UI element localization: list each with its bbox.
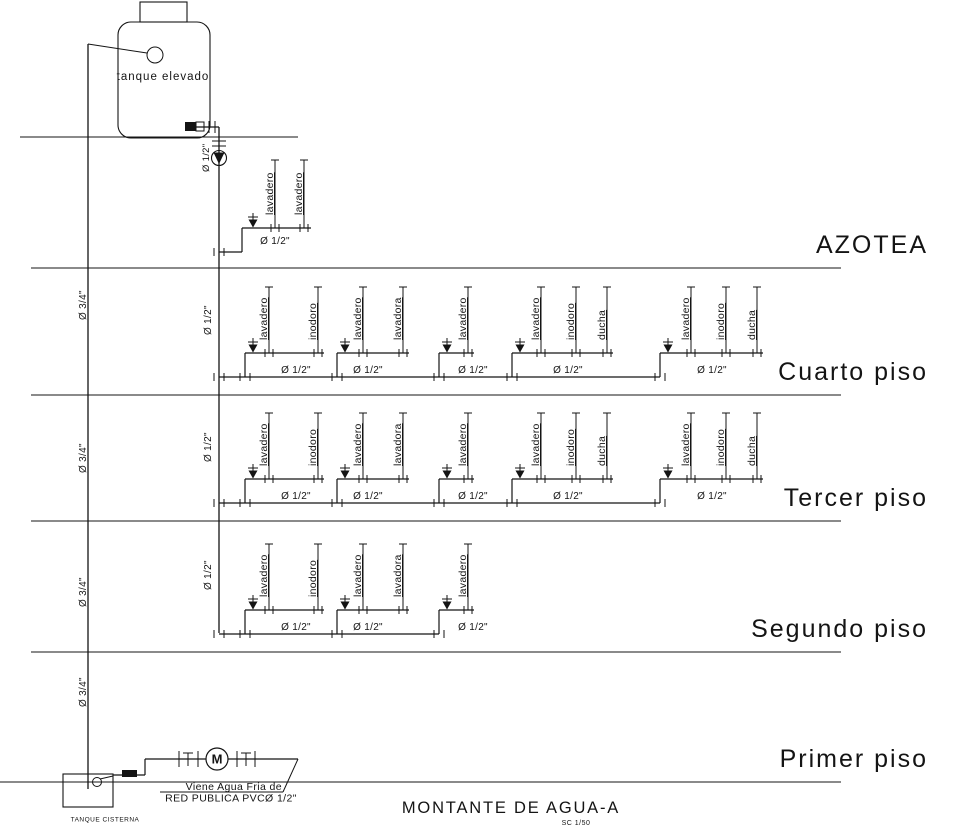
supply-riser-diameter-label: Ø 3/4" xyxy=(78,443,89,473)
float-valve-arm xyxy=(87,43,148,54)
fixture-label: inodoro xyxy=(307,560,319,597)
fixture-label: lavadero xyxy=(352,423,364,466)
fixture-label: lavadero xyxy=(258,423,270,466)
group-valve-icon xyxy=(663,470,673,479)
branch-diameter-label: Ø 1/2" xyxy=(353,491,383,502)
group-valve-icon xyxy=(442,344,452,353)
fixture-label: inodoro xyxy=(715,429,727,466)
elevated-tank-label: tanque elevado xyxy=(117,71,210,83)
branch-diameter-label: Ø 1/2" xyxy=(458,365,488,376)
group-valve-icon xyxy=(248,601,258,610)
group-valve-icon xyxy=(515,344,525,353)
branch-diameter-label: Ø 1/2" xyxy=(553,365,583,376)
branch-diameter-label: Ø 1/2" xyxy=(458,622,488,633)
fixture-label: inodoro xyxy=(307,303,319,340)
fixture-label: inodoro xyxy=(715,303,727,340)
branch-diameter-label: Ø 1/2" xyxy=(353,622,383,633)
fixture-label: lavadora xyxy=(392,423,404,466)
fixture-label: lavadero xyxy=(352,554,364,597)
group-valve-icon xyxy=(340,344,350,353)
fixture-label: ducha xyxy=(596,310,608,340)
float-valve-arm xyxy=(99,775,114,780)
fixture-label: lavadero xyxy=(293,172,305,215)
floor-label: Segundo piso xyxy=(751,615,928,643)
fixture-label: lavadero xyxy=(457,554,469,597)
group-valve-icon xyxy=(442,601,452,610)
floor-label: Tercer piso xyxy=(784,484,928,512)
supply-leader-line xyxy=(282,758,299,793)
check-valve-disc xyxy=(213,152,225,164)
float-valve-icon xyxy=(146,46,164,64)
elevated-tank xyxy=(117,21,211,139)
fixture-label: ducha xyxy=(746,310,758,340)
group-valve-icon xyxy=(248,219,258,228)
supply-note-line2: RED PUBLICA PVCØ 1/2" xyxy=(165,793,297,805)
group-valve-icon xyxy=(248,470,258,479)
fixture-label: lavadero xyxy=(258,297,270,340)
fixture-label: ducha xyxy=(746,436,758,466)
fixture-label: ducha xyxy=(596,436,608,466)
union-body-icon xyxy=(195,121,205,132)
floor-label: AZOTEA xyxy=(816,231,928,259)
branch-diameter-label: Ø 1/2" xyxy=(281,622,311,633)
group-valve-icon xyxy=(663,344,673,353)
gate-valve-icon xyxy=(122,770,137,777)
fixture-label: lavadero xyxy=(680,297,692,340)
fixture-label: lavadora xyxy=(392,554,404,597)
group-valve-icon xyxy=(340,470,350,479)
fixture-label: lavadero xyxy=(530,423,542,466)
cistern-tank xyxy=(62,773,114,808)
branch-diameter-label: Ø 1/2" xyxy=(281,491,311,502)
distribution-riser-diameter-label: Ø 1/2" xyxy=(203,305,214,335)
check-valve-icon xyxy=(210,149,228,167)
fixture-label: lavadora xyxy=(392,297,404,340)
fixture-label: lavadero xyxy=(352,297,364,340)
floor-label: Cuarto piso xyxy=(778,358,928,386)
fixture-label: inodoro xyxy=(307,429,319,466)
fixture-label: inodoro xyxy=(565,429,577,466)
fixture-label: lavadero xyxy=(258,554,270,597)
distribution-riser-diameter-label: Ø 1/2" xyxy=(203,560,214,590)
branch-diameter-label: Ø 1/2" xyxy=(281,365,311,376)
supply-riser-diameter-label: Ø 3/4" xyxy=(78,290,89,320)
fixture-label: lavadero xyxy=(264,172,276,215)
fixture-label: lavadero xyxy=(530,297,542,340)
group-valve-icon xyxy=(442,470,452,479)
fixture-label: inodoro xyxy=(565,303,577,340)
floor-label: Primer piso xyxy=(780,745,928,773)
riser-outlet-diameter-label: Ø 1/2" xyxy=(201,144,212,172)
group-valve-icon xyxy=(248,344,258,353)
branch-diameter-label: Ø 1/2" xyxy=(697,491,727,502)
branch-diameter-label: Ø 1/2" xyxy=(697,365,727,376)
group-valve-icon xyxy=(340,601,350,610)
fixture-label: lavadero xyxy=(457,297,469,340)
scale-note: SC 1/50 xyxy=(562,820,591,827)
fixture-label: lavadero xyxy=(457,423,469,466)
branch-diameter-label: Ø 1/2" xyxy=(353,365,383,376)
group-valve-icon xyxy=(515,470,525,479)
cistern-label: TANQUE CISTERNA xyxy=(71,817,140,824)
branch-diameter-label: Ø 1/2" xyxy=(553,491,583,502)
diagram-title: MONTANTE DE AGUA-A xyxy=(402,799,620,817)
branch-diameter-label: Ø 1/2" xyxy=(260,236,290,247)
water-meter-label: M xyxy=(212,752,223,767)
supply-riser-diameter-label: Ø 3/4" xyxy=(78,577,89,607)
fixture-label: lavadero xyxy=(680,423,692,466)
gate-valve-icon xyxy=(185,122,196,131)
supply-riser-diameter-label: Ø 3/4" xyxy=(78,677,89,707)
supply-note-line1: Viene Agua Fria de xyxy=(186,781,282,793)
branch-diameter-label: Ø 1/2" xyxy=(458,491,488,502)
water-meter-icon xyxy=(205,747,229,771)
float-valve-icon xyxy=(92,777,102,787)
elevated-tank-cap xyxy=(139,1,188,23)
distribution-riser-diameter-label: Ø 1/2" xyxy=(203,432,214,462)
